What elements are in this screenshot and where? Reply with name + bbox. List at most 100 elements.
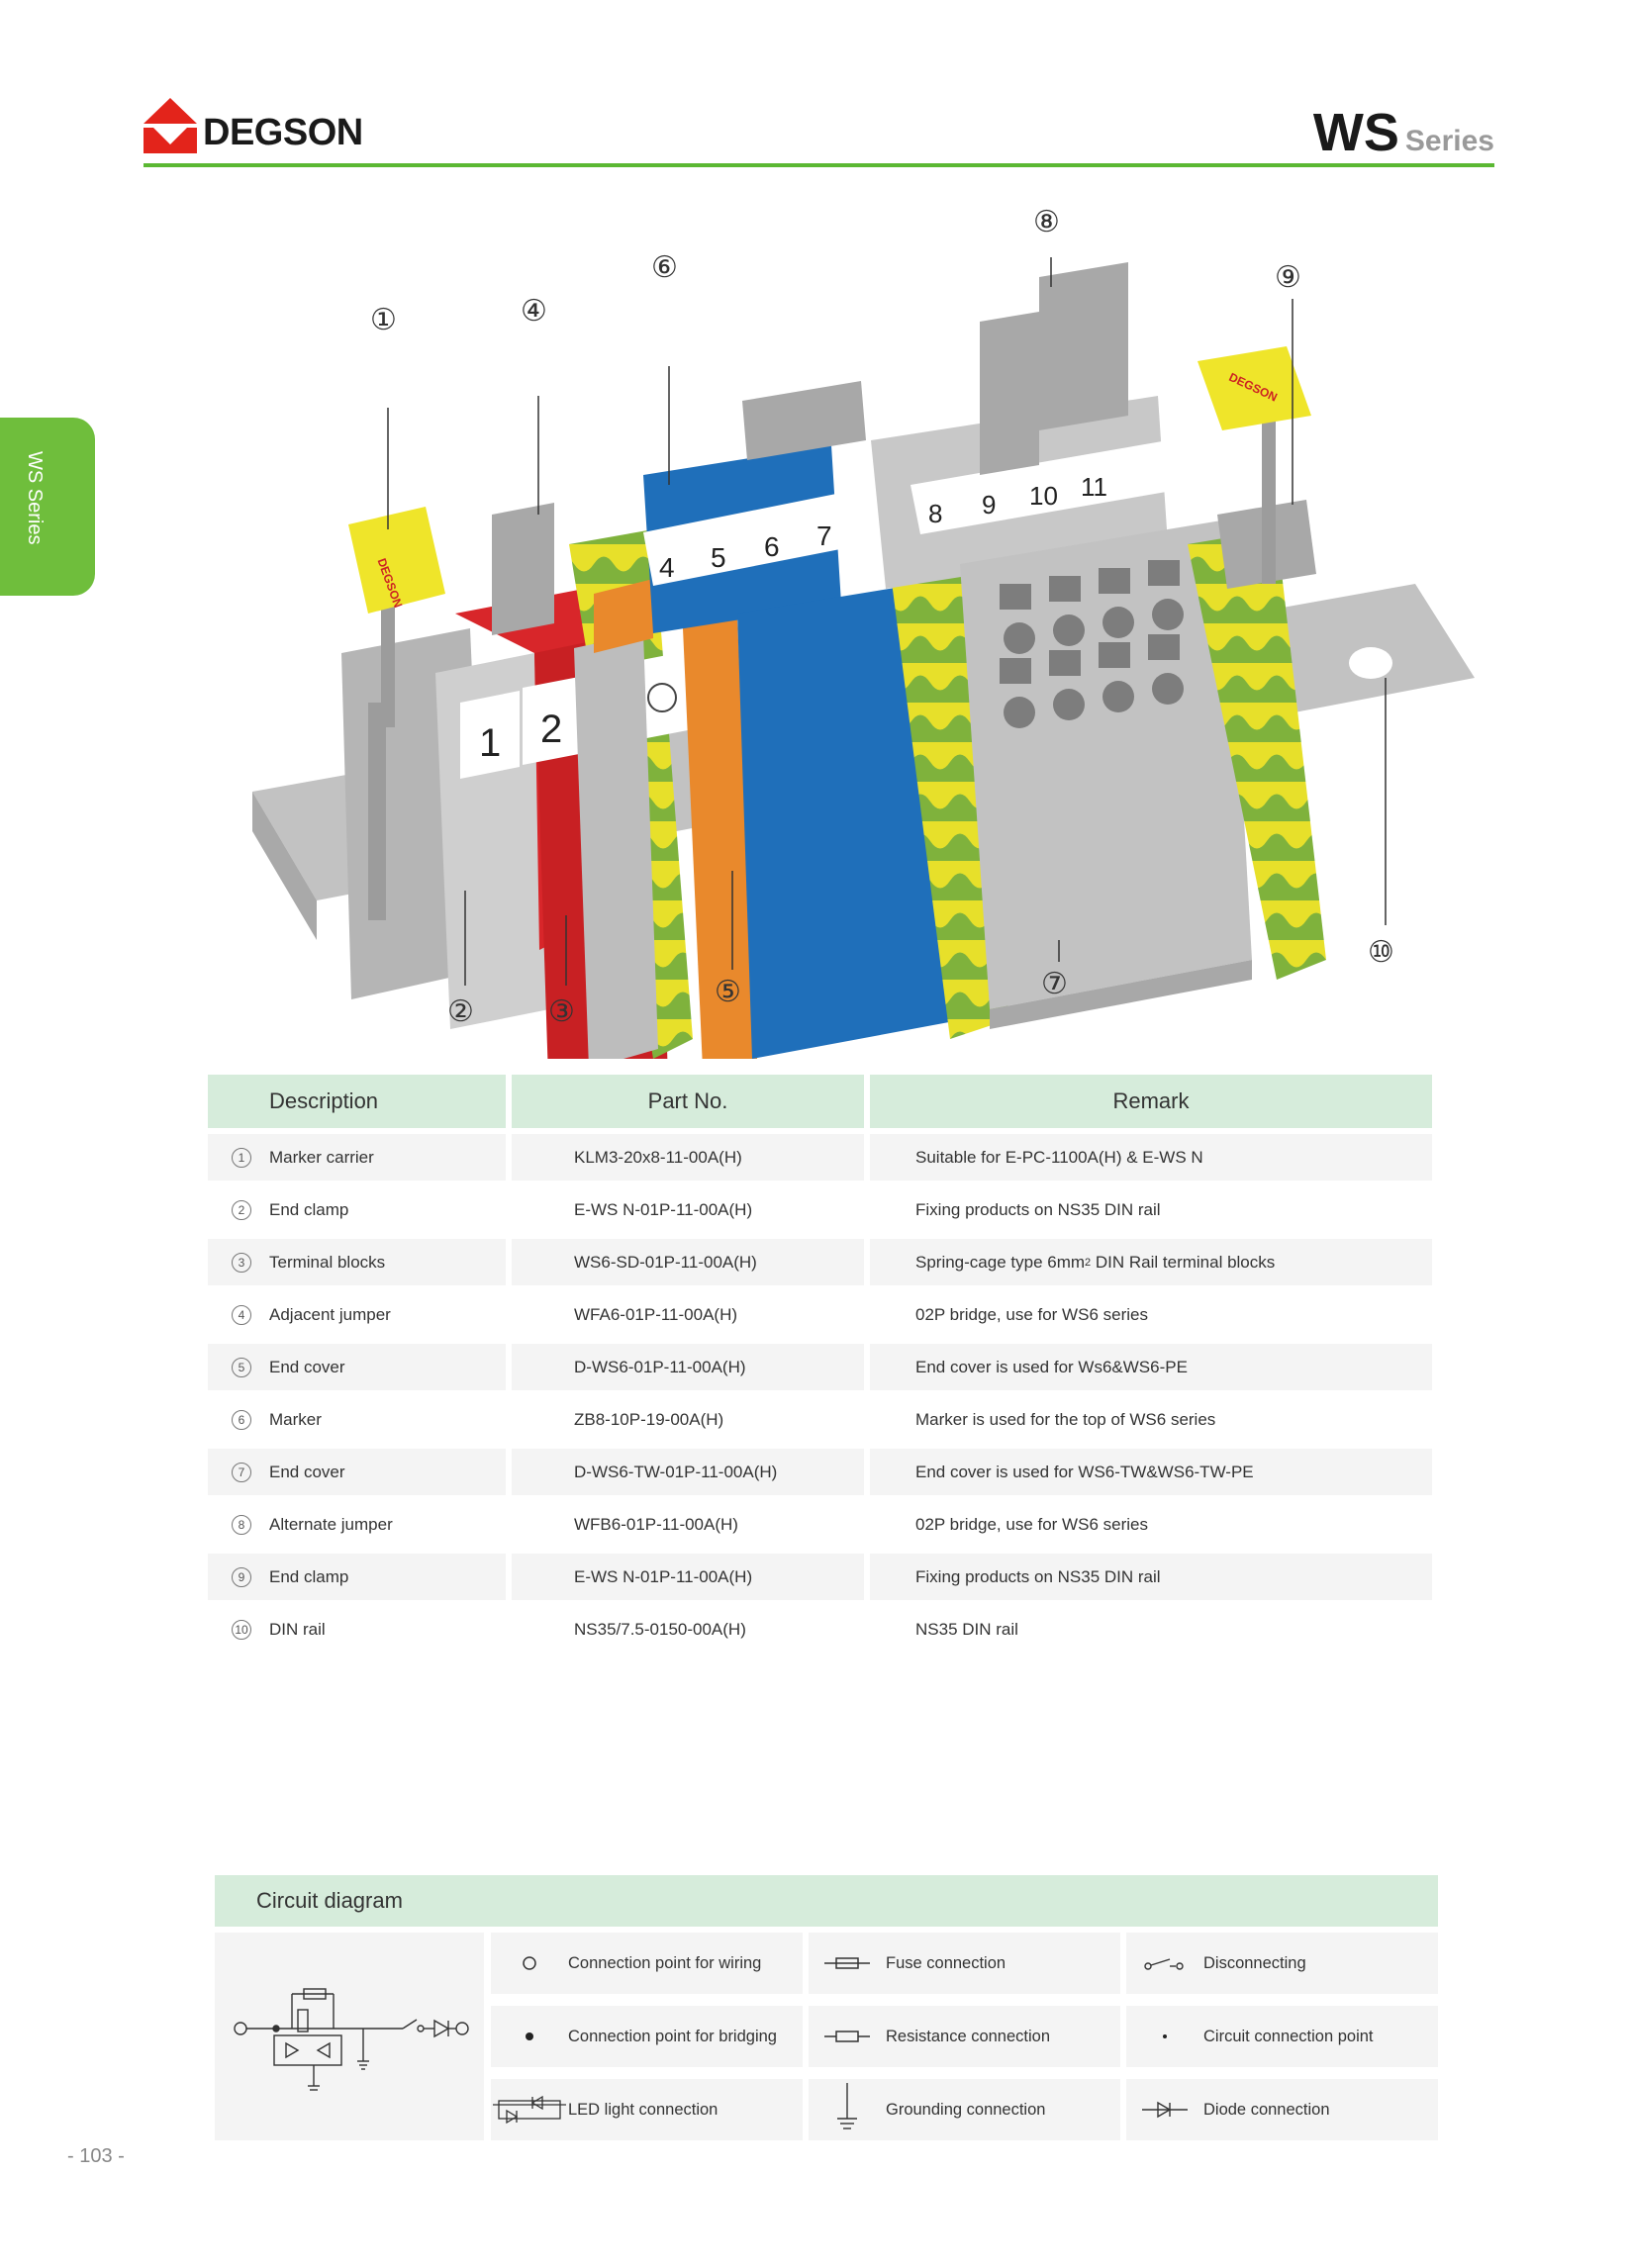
- diode-icon: [1126, 2079, 1203, 2140]
- ground-symbol-icon: [647, 683, 677, 712]
- block-pe-3: [1188, 529, 1326, 980]
- ground-icon: [809, 2079, 886, 2140]
- row-index: 5: [232, 1357, 251, 1377]
- filled-dot-icon: [491, 2006, 568, 2067]
- header-divider: [144, 163, 1494, 167]
- grey-block-holes: [1000, 560, 1184, 728]
- legend-item: Fuse connection: [809, 1933, 1120, 1994]
- block-orange: [683, 618, 757, 1069]
- legend-item: Resistance connection: [809, 2006, 1120, 2067]
- circuit-section: Circuit diagram: [215, 1875, 1438, 2140]
- legend-item: Connection point for wiring: [491, 1933, 803, 1994]
- block-marker-6: 6: [764, 531, 780, 562]
- row-index: 1: [232, 1147, 251, 1168]
- alternate-jumper: [980, 312, 1039, 475]
- product-illustration: DEGSON 1 2 3 4 5: [0, 188, 1629, 1108]
- callout-numbers: ① ② ③ ④ ⑤ ⑥ ⑦ ⑧ ⑨ ⑩: [370, 205, 1394, 1029]
- row-part-no: D-WS6-01P-11-00A(H): [512, 1344, 864, 1390]
- row-description: End cover: [269, 1357, 345, 1376]
- row-description: End clamp: [269, 1566, 349, 1586]
- block-marker-9: 9: [982, 490, 996, 520]
- switch-icon: [1126, 1933, 1203, 1994]
- small-dot-icon: [1126, 2006, 1203, 2067]
- row-part-no: WS6-SD-01P-11-00A(H): [512, 1239, 864, 1285]
- row-remark: Suitable for E-PC-1100A(H) & E-WS N: [870, 1134, 1432, 1181]
- callout-6: ⑥: [651, 250, 678, 285]
- legend-item: Diode connection: [1126, 2079, 1438, 2140]
- row-description: Alternate jumper: [269, 1514, 393, 1534]
- block-marker-8: 8: [928, 499, 942, 528]
- marker-carrier-left: [348, 507, 445, 614]
- terminal-assembly-drawing: DEGSON 1 2 3 4 5: [252, 205, 1475, 1108]
- table-row: 9 End clamp E-WS N-01P-11-00A(H) Fixing p…: [208, 1554, 1432, 1600]
- callout-4: ④: [521, 294, 547, 329]
- row-index: 10: [232, 1619, 251, 1640]
- side-tab[interactable]: WS Series: [0, 418, 95, 596]
- row-part-no: WFA6-01P-11-00A(H): [574, 1304, 738, 1324]
- block-marker-1: 1: [479, 721, 501, 765]
- legend-item: Grounding connection: [809, 2079, 1120, 2140]
- legend-label: LED light connection: [568, 2100, 719, 2119]
- block-marker-2: 2: [540, 708, 562, 751]
- block-marker-5: 5: [711, 542, 726, 573]
- row-part-no: ZB8-10P-19-00A(H): [574, 1409, 724, 1429]
- table-row: 6 Marker ZB8-10P-19-00A(H) Marker is used…: [208, 1396, 1432, 1443]
- row-description: Marker: [269, 1409, 322, 1429]
- row-description: DIN rail: [269, 1619, 326, 1639]
- degson-logo: DEGSON: [144, 98, 363, 153]
- row-part-no: D-WS6-TW-01P-11-00A(H): [512, 1449, 864, 1495]
- row-index: 8: [232, 1514, 251, 1535]
- table-row: 5 End cover D-WS6-01P-11-00A(H) End cover…: [208, 1344, 1432, 1390]
- row-part-no: WFB6-01P-11-00A(H): [574, 1514, 738, 1534]
- fuse-icon: [809, 1933, 886, 1994]
- legend-item: Circuit connection point: [1126, 2006, 1438, 2067]
- legend-label: Circuit connection point: [1203, 2027, 1374, 2045]
- row-remark: End cover is used for WS6-TW&WS6-TW-PE: [870, 1449, 1432, 1495]
- resistor-icon: [809, 2006, 886, 2067]
- block-marker-7: 7: [816, 520, 832, 551]
- row-remark: Fixing products on NS35 DIN rail: [870, 1554, 1432, 1600]
- block-marker-4: 4: [659, 552, 675, 583]
- legend-label: Diode connection: [1203, 2100, 1330, 2119]
- end-cover: [574, 633, 658, 1069]
- row-remark: 02P bridge, use for WS6 series: [915, 1514, 1148, 1534]
- marker-bridge: [742, 381, 866, 460]
- row-index: 9: [232, 1566, 251, 1587]
- callout-8: ⑧: [1033, 205, 1060, 239]
- row-index: 6: [232, 1409, 251, 1430]
- legend-item: LED light connection: [491, 2079, 803, 2140]
- row-remark: Fixing products on NS35 DIN rail: [915, 1199, 1161, 1219]
- row-part-no: KLM3-20x8-11-00A(H): [512, 1134, 864, 1181]
- circuit-title: Circuit diagram: [215, 1875, 1438, 1927]
- header-description: Description: [208, 1075, 506, 1128]
- page-number: - 103 -: [67, 2145, 125, 2167]
- row-remark: Marker is used for the top of WS6 series: [915, 1409, 1216, 1429]
- marker-strip-891011: 8 9 10 11: [910, 440, 1178, 534]
- header-remark: Remark: [870, 1075, 1432, 1128]
- circuit-legend: Connection point for wiring Fuse connect…: [491, 1933, 1438, 2140]
- row-description: Adjacent jumper: [269, 1304, 391, 1324]
- series-word: Series: [1404, 125, 1494, 157]
- legend-item: Disconnecting: [1126, 1933, 1438, 1994]
- row-part-no: E-WS N-01P-11-00A(H): [512, 1554, 864, 1600]
- callout-9: ⑨: [1275, 260, 1301, 295]
- legend-label: Connection point for wiring: [568, 1953, 762, 1972]
- circuit-schematic: [215, 1933, 484, 2140]
- row-index: 4: [232, 1304, 251, 1325]
- row-index: 2: [232, 1199, 251, 1220]
- row-part-no: NS35/7.5-0150-00A(H): [574, 1619, 746, 1639]
- marker-strip-4567: 4 5 6 7: [643, 485, 891, 586]
- parts-table-header: Description Part No. Remark: [208, 1075, 1432, 1128]
- callout-3: ③: [548, 994, 575, 1029]
- callout-1: ①: [370, 303, 397, 337]
- row-remark: End cover is used for Ws6&WS6-PE: [870, 1344, 1432, 1390]
- adjacent-jumper: [492, 503, 554, 635]
